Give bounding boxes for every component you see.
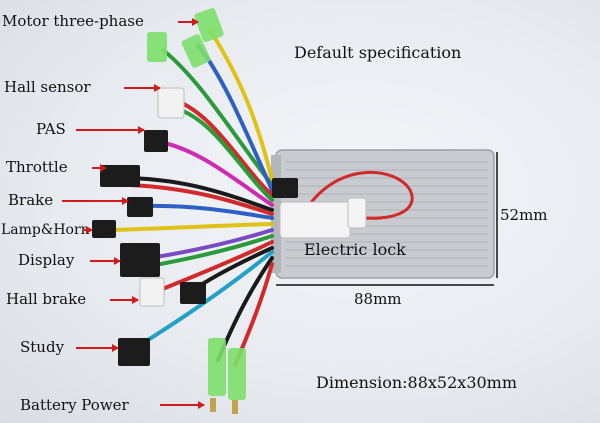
height-dimension-label: 52mm <box>500 206 548 224</box>
arrow-battery <box>160 401 205 408</box>
default-specification-title: Default specification <box>294 43 462 62</box>
arrow-hall-sensor <box>124 84 161 91</box>
label-lamp-horn: Lamp&Horn <box>1 222 90 238</box>
label-hall-brake: Hall brake <box>6 290 87 308</box>
arrow-throttle <box>92 164 107 171</box>
connectors <box>92 7 367 414</box>
label-motor-three-phase: Motor three-phase <box>2 12 144 30</box>
arrow-study <box>76 344 119 351</box>
arrow-lamp-horn <box>84 226 93 233</box>
arrow-display <box>90 257 121 264</box>
label-battery-power: Battery Power <box>20 396 129 414</box>
arrow-hall-brake <box>110 296 139 303</box>
label-pas: PAS <box>36 120 66 138</box>
label-hall-sensor: Hall sensor <box>4 78 91 96</box>
label-display: Display <box>18 251 75 269</box>
dimension-summary: Dimension:88x52x30mm <box>316 373 518 392</box>
label-throttle: Throttle <box>6 158 68 176</box>
arrow-pas <box>76 126 145 133</box>
label-study: Study <box>20 338 65 356</box>
arrow-brake <box>62 197 129 204</box>
arrow-motor <box>178 18 199 25</box>
dimension-lines <box>276 152 498 286</box>
width-dimension-label: 88mm <box>354 290 402 308</box>
electric-lock-label: Electric lock <box>304 240 406 259</box>
label-brake: Brake <box>8 191 54 209</box>
